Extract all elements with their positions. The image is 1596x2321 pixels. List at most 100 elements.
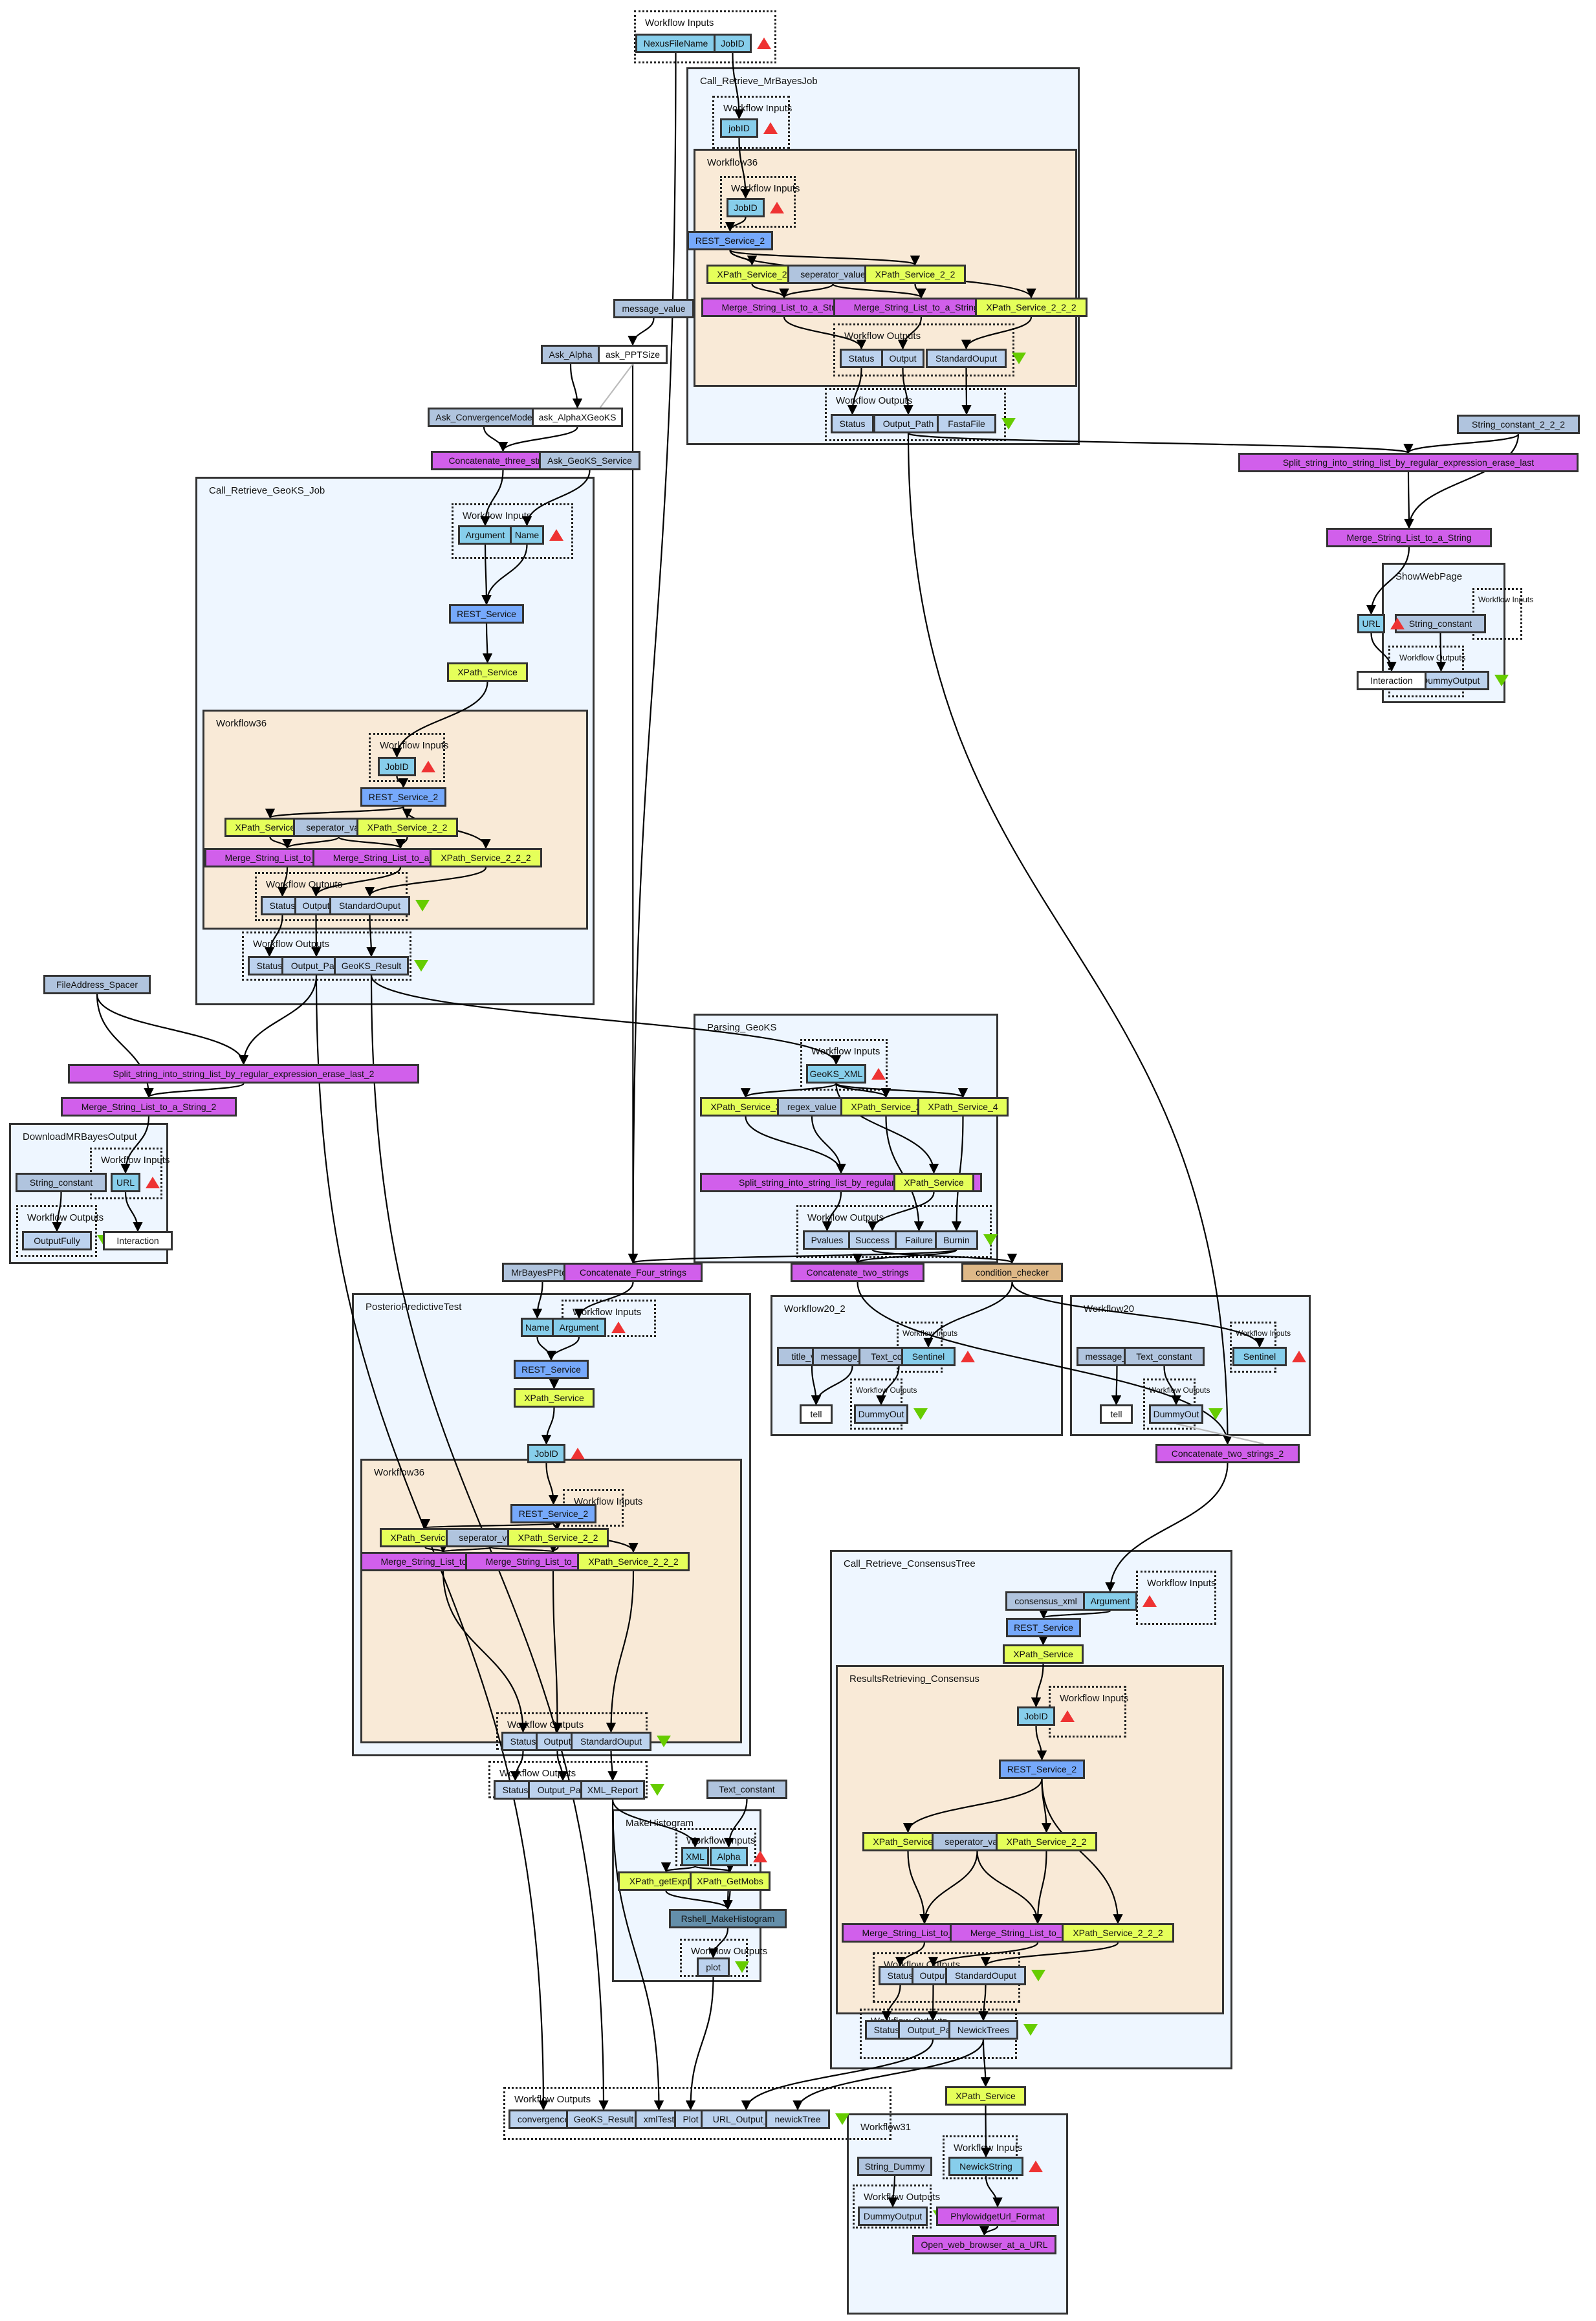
node-w202-out-dummy[interactable]: DummyOut — [854, 1404, 908, 1424]
node-xpath-service-bottom[interactable]: XPath_Service — [945, 2086, 1026, 2106]
node-text-constant[interactable]: Text_constant — [706, 1780, 787, 1799]
node-w31-phylowidget[interactable]: PhylowidgetUrl_Format — [936, 2207, 1059, 2226]
node-mh-in-alpha[interactable]: Alpha — [710, 1847, 748, 1866]
node-swp-string-constant[interactable]: String_constant — [1395, 614, 1486, 633]
node-mb-w36-xp2[interactable]: XPath_Service_2 — [706, 265, 798, 284]
node-pg-xp3[interactable]: XPath_Service_3 — [700, 1097, 791, 1117]
node-concat-four[interactable]: Concatenate_Four_strings — [563, 1263, 703, 1282]
node-mb-w36-xp222[interactable]: XPath_Service_2_2_2 — [975, 298, 1088, 317]
node-merge-string[interactable]: Merge_String_List_to_a_String — [1326, 528, 1492, 547]
node-dl-interaction[interactable]: Interaction — [103, 1231, 173, 1250]
node-mb-w36-out-status[interactable]: Status — [840, 349, 883, 368]
node-merge-string-2[interactable]: Merge_String_List_to_a_String_2 — [61, 1097, 237, 1117]
workflow-output-marker-icon — [414, 960, 428, 972]
node-mb-w36-out-output[interactable]: Output — [881, 349, 924, 368]
node-ct-rr-rest2[interactable]: REST_Service_2 — [999, 1760, 1085, 1779]
node-pp-xpath[interactable]: XPath_Service — [514, 1388, 595, 1408]
node-mh-xp-getmobs[interactable]: XPath_GetMobs — [690, 1871, 771, 1891]
node-pg-xpath[interactable]: XPath_Service — [893, 1173, 974, 1192]
node-ct-rest[interactable]: REST_Service — [1006, 1618, 1081, 1637]
node-w20-in-sentinel[interactable]: Sentinel — [1232, 1347, 1287, 1366]
node-mh-rshell[interactable]: Rshell_MakeHistogram — [669, 1909, 787, 1928]
node-w202-in-sentinel[interactable]: Sentinel — [901, 1347, 956, 1366]
node-split-erase-last-2[interactable]: Split_string_into_string_list_by_regular… — [68, 1064, 419, 1084]
node-gk-in-name[interactable]: Name — [510, 525, 544, 545]
node-pp-w36-rest2[interactable]: REST_Service_2 — [510, 1504, 596, 1523]
node-w31-string-dummy[interactable]: String_Dummy — [857, 2157, 932, 2176]
node-mb-out-path[interactable]: Output_Path — [873, 414, 943, 433]
node-pg-out-burnin[interactable]: Burnin — [935, 1230, 978, 1250]
node-pp-w36-xp22[interactable]: XPath_Service_2_2 — [507, 1528, 609, 1547]
node-concat-two[interactable]: Concatenate_two_strings — [791, 1263, 924, 1282]
node-mb-out-fasta[interactable]: FastaFile — [937, 414, 996, 433]
node-gk-in-argument[interactable]: Argument — [458, 525, 512, 545]
node-ask-convergence[interactable]: Ask_ConvergenceMode — [428, 408, 540, 427]
node-pg-xp4[interactable]: XPath_Service_4 — [917, 1097, 1009, 1117]
node-pp-out-xml[interactable]: XML_Report — [580, 1780, 645, 1800]
node-gk-out-result[interactable]: GeoKS_Result — [334, 956, 409, 975]
node-w31-open-browser[interactable]: Open_web_browser_at_a_URL — [912, 2235, 1056, 2254]
node-gk-w36-xp222[interactable]: XPath_Service_2_2_2 — [430, 848, 542, 867]
node-mb-w36-xp22[interactable]: XPath_Service_2_2 — [864, 265, 966, 284]
node-mb-w36-out-std[interactable]: StandardOuput — [926, 349, 1007, 368]
node-split-erase-last[interactable]: Split_string_into_string_list_by_regular… — [1238, 453, 1579, 472]
node-pp-in-name[interactable]: Name — [521, 1318, 554, 1337]
edge-ask-alphaxgeoks-to-concat-three — [497, 426, 578, 452]
node-gk-xpath[interactable]: XPath_Service — [447, 662, 528, 682]
node-ask-alpha[interactable]: Ask_Alpha — [541, 345, 600, 364]
node-pp-w36-out-std[interactable]: StandardOuput — [571, 1732, 651, 1751]
node-pg-out-success[interactable]: Success — [848, 1230, 897, 1250]
node-ct-rr-in-jobid[interactable]: JobID — [1017, 1706, 1055, 1726]
node-top-out-newick[interactable]: newickTree — [765, 2109, 830, 2129]
node-message-value[interactable]: message_value — [613, 299, 694, 318]
node-mb-out-status[interactable]: Status — [831, 414, 874, 433]
node-top-in-nexus[interactable]: NexusFileName — [635, 34, 716, 53]
node-w31-out-dummy[interactable]: DummyOutput — [858, 2207, 928, 2226]
node-mh-out-plot[interactable]: plot — [697, 1957, 730, 1977]
node-swp-in-url[interactable]: URL — [1357, 614, 1385, 633]
node-swp-interaction[interactable]: Interaction — [1357, 671, 1427, 690]
node-top-out-geoks[interactable]: GeoKS_Result — [566, 2109, 641, 2129]
node-ct-rr-xp222[interactable]: XPath_Service_2_2_2 — [1062, 1923, 1174, 1943]
node-pg-in-geoks-xml[interactable]: GeoKS_XML — [806, 1064, 866, 1084]
node-mb-in-jobid[interactable]: jobID — [720, 118, 758, 138]
node-pp-in-argument[interactable]: Argument — [552, 1318, 606, 1337]
node-ask-alphaxgeoks[interactable]: ask_AlphaXGeoKS — [532, 408, 623, 427]
node-mb-w36-rest2[interactable]: REST_Service_2 — [687, 231, 773, 250]
node-w20-text[interactable]: Text_constant — [1124, 1347, 1205, 1366]
node-ct-out-newick[interactable]: NewickTrees — [948, 2020, 1018, 2040]
node-pg-regex[interactable]: regex_value — [777, 1097, 847, 1117]
workflow-output-marker-icon — [657, 1736, 671, 1747]
node-dl-string-constant[interactable]: String_constant — [16, 1173, 107, 1192]
node-pg-out-pvalues[interactable]: Pvalues — [803, 1230, 851, 1250]
node-dl-out-fully[interactable]: OutputFully — [22, 1231, 92, 1250]
node-pp-w36-xp222[interactable]: XPath_Service_2_2_2 — [577, 1552, 690, 1571]
node-mb-w36-in-jobid[interactable]: JobID — [727, 198, 765, 217]
workflow-output-marker-icon — [835, 2113, 849, 2125]
node-concat-two-2[interactable]: Concatenate_two_strings_2 — [1155, 1444, 1300, 1463]
node-ct-xpath[interactable]: XPath_Service — [1003, 1644, 1084, 1664]
node-gk-w36-in-jobid[interactable]: JobID — [378, 757, 416, 776]
node-gk-w36-xp22[interactable]: XPath_Service_2_2 — [356, 818, 458, 837]
node-gk-rest[interactable]: REST_Service — [449, 604, 524, 624]
node-w20-tell[interactable]: tell — [1100, 1404, 1133, 1424]
node-mh-in-xml[interactable]: XML — [681, 1847, 709, 1866]
node-gk-w36-out-std[interactable]: StandardOuput — [329, 896, 410, 915]
node-w20-out-dummy[interactable]: DummyOut — [1149, 1404, 1203, 1424]
node-ask-pptsize[interactable]: ask_PPTSize — [598, 345, 668, 364]
node-w202-tell[interactable]: tell — [800, 1404, 833, 1424]
node-top-in-jobid[interactable]: JobID — [714, 34, 752, 53]
node-pp-rest[interactable]: REST_Service — [514, 1360, 589, 1379]
node-ct-rr-out-std[interactable]: StandardOuput — [945, 1966, 1026, 1985]
node-dl-in-url[interactable]: URL — [111, 1173, 140, 1192]
node-pp-w36-in-jobid[interactable]: JobID — [527, 1444, 565, 1463]
node-string-constant-222[interactable]: String_constant_2_2_2 — [1457, 415, 1580, 434]
node-ask-geoks-service[interactable]: Ask_GeoKS_Service — [539, 451, 640, 470]
node-gk-w36-rest2[interactable]: REST_Service_2 — [360, 787, 446, 807]
node-file-address-spacer[interactable]: FileAddress_Spacer — [43, 975, 151, 994]
node-ct-consensus-xml[interactable]: consensus_xml — [1005, 1591, 1086, 1611]
node-ct-in-argument[interactable]: Argument — [1083, 1591, 1137, 1611]
node-ct-rr-xp22[interactable]: XPath_Service_2_2 — [996, 1832, 1097, 1851]
node-w31-in-newick[interactable]: NewickString — [948, 2157, 1023, 2176]
node-condition-checker[interactable]: condition_checker — [961, 1263, 1063, 1282]
